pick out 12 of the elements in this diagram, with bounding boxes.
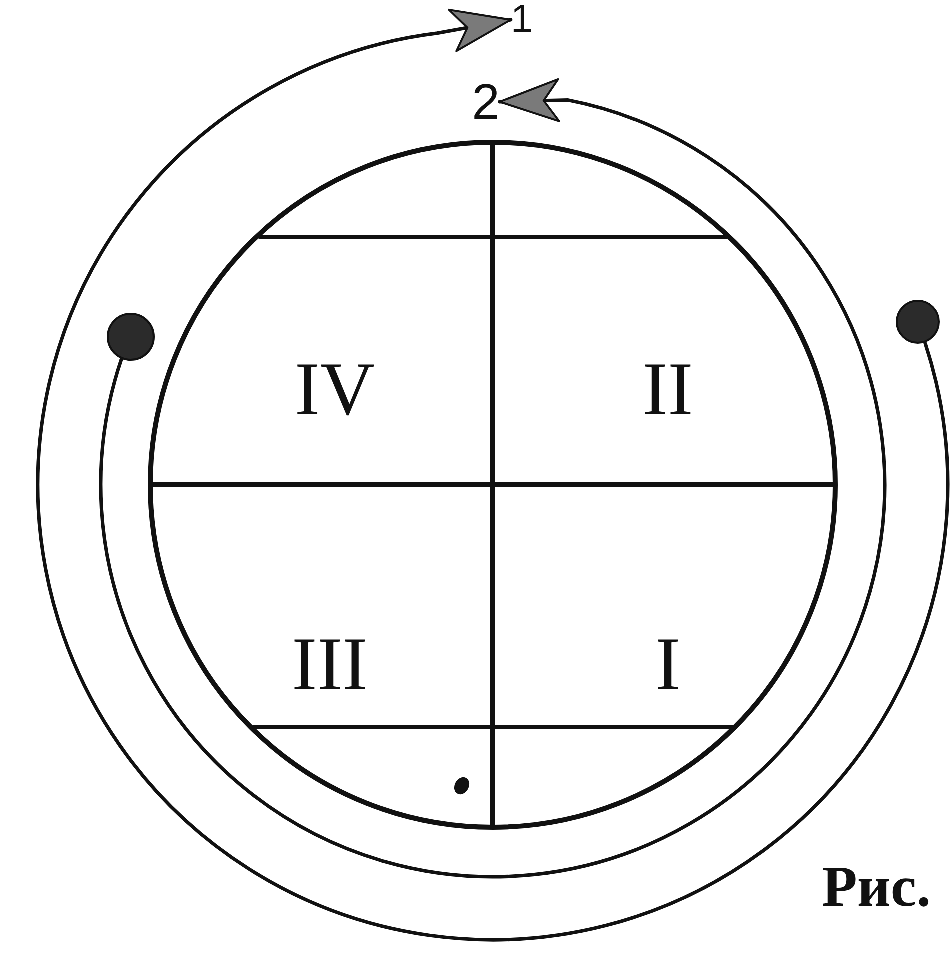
curved-arrow [36,8,949,942]
figure-caption: Рис. [822,858,932,916]
sector-label: II [642,346,694,434]
dot-icon [896,300,940,344]
sector-label: IV [294,346,376,434]
number-label: 1 [510,0,534,42]
divided-circle [148,140,838,830]
sector-label: III [292,622,368,708]
sector-label: I [655,622,681,708]
dot-icon [107,313,155,361]
curved-arrow [100,78,887,879]
number-label: 2 [472,73,500,131]
